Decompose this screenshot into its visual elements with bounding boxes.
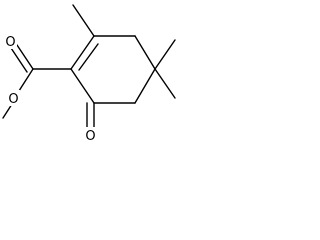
ester-carbonyl-oxygen-label: O [5,35,15,50]
bond-c1-c2-inner [78,43,99,71]
chemical-structure: O O O [2,4,176,144]
bond-c3-c4 [134,35,156,70]
bond-c4-methyl-a [154,39,176,70]
ester-carbonyl-oxygen-bg [4,33,17,49]
ester-ether-oxygen-label: O [8,92,18,107]
bond-ester-double-a [16,44,34,70]
bond-ester-ether [16,68,34,95]
bond-c4-c5 [134,68,156,104]
bond-c2-methyl [72,4,95,37]
bond-ether-methyl [2,103,13,119]
ketone-oxygen-bg [84,127,97,143]
bond-ester-double-b [10,47,28,73]
bond-c6-c1 [70,68,95,104]
ester-ether-oxygen-bg [7,90,20,106]
bond-c1-c2 [70,35,95,70]
ketone-oxygen-label: O [85,129,95,144]
bond-c4-methyl-b [154,68,176,99]
